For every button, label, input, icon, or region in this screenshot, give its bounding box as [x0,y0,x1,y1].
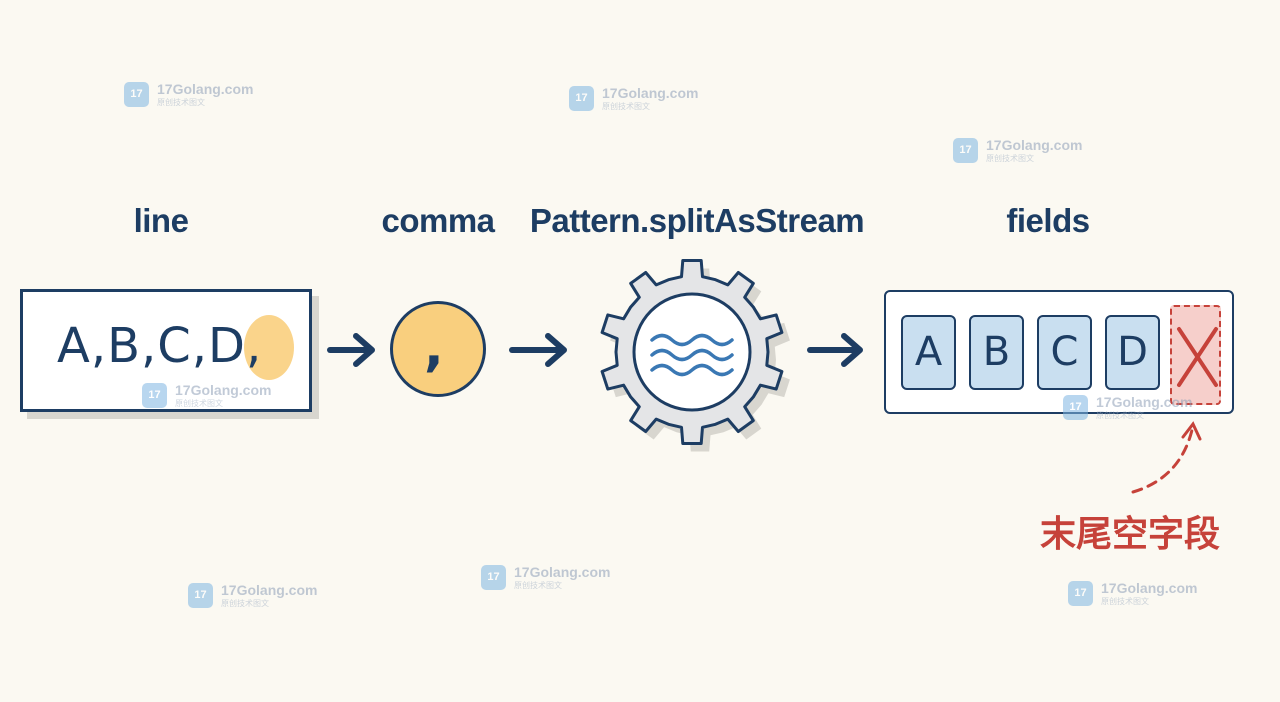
label-line: line [133,202,189,239]
watermark-logo: 17 [569,86,594,111]
right-arrow-icon [327,333,375,367]
watermark-logo: 17 [1068,581,1093,606]
cross-icon [1177,327,1218,387]
label-comma: comma [381,202,495,239]
comma-glyph: , [424,318,444,378]
wave-icon [650,333,734,377]
dashed-pointer-arrow [1131,421,1202,494]
label-fields: fields [1006,202,1090,239]
watermark-logo: 17 [188,583,213,608]
trailing-comma-highlight [244,315,294,380]
watermark-logo: 17 [124,82,149,107]
empty-trailing-field [1170,305,1221,405]
watermark-logo: 17 [953,138,978,163]
line-text: A,B,C,D, [57,318,263,374]
comma-circle [390,301,486,397]
right-arrow-icon [509,333,567,367]
field-d: D [1105,315,1160,390]
right-arrow-icon [807,333,863,367]
watermark-logo: 17 [481,565,506,590]
watermark-logo: 17 [1063,395,1088,420]
gear-icon [600,259,790,452]
field-a: A [901,315,956,390]
field-b: B [969,315,1024,390]
trailing-empty-field-note: 末尾空字段 [1040,514,1221,555]
field-c: C [1037,315,1092,390]
watermark-logo: 17 [142,383,167,408]
label-splitter: Pattern.splitAsStream [529,202,865,239]
